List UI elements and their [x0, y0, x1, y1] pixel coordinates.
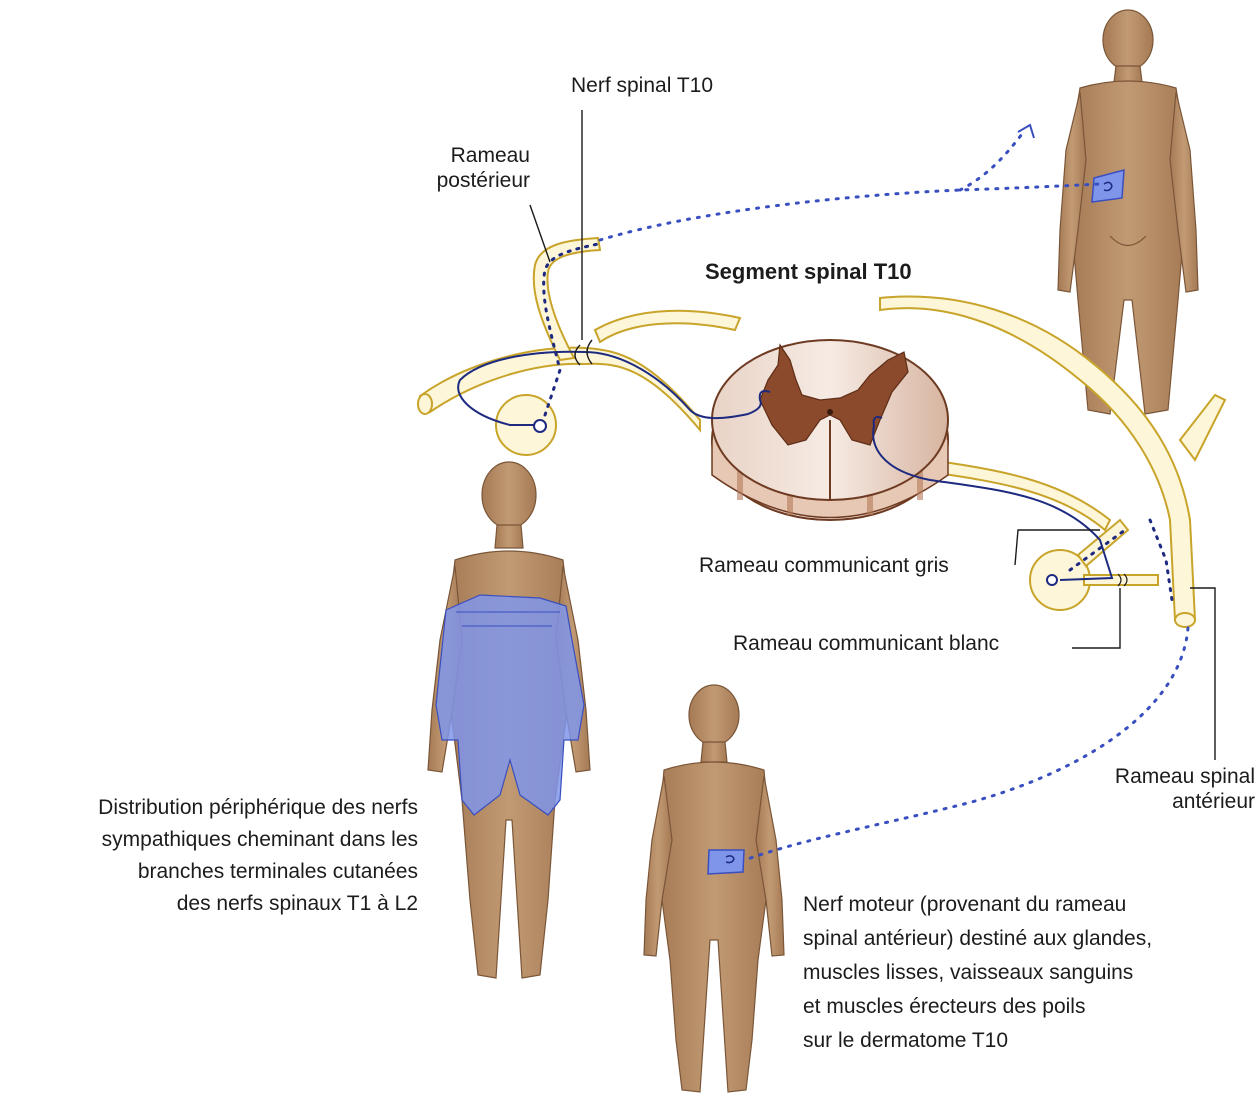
- label-rameau-posterieur-line2: postérieur: [408, 168, 530, 193]
- label-nerf-moteur-line3: muscles lisses, vaisseaux sanguins: [803, 956, 1152, 990]
- label-rameau-communicant-blanc: Rameau communicant blanc: [733, 631, 999, 656]
- label-nerf-moteur-line4: et muscles érecteurs des poils: [803, 990, 1152, 1024]
- label-nerf-moteur-line1: Nerf moteur (provenant du rameau: [803, 888, 1152, 922]
- label-distribution-sympathique: Distribution périphérique des nerfs symp…: [14, 792, 418, 920]
- label-rameau-spinal-anterieur-line1: Rameau spinal: [1085, 764, 1255, 789]
- label-distribution-line2: sympathiques cheminant dans les: [14, 824, 418, 856]
- human-figure-front-view: [644, 685, 784, 1092]
- label-distribution-line3: branches terminales cutanées: [14, 856, 418, 888]
- label-rameau-communicant-gris: Rameau communicant gris: [699, 553, 949, 578]
- label-distribution-line1: Distribution périphérique des nerfs: [14, 792, 418, 824]
- label-distribution-line4: des nerfs spinaux T1 à L2: [14, 888, 418, 920]
- label-rameau-spinal-anterieur-line2: antérieur: [1085, 789, 1255, 814]
- label-nerf-spinal: Nerf spinal T10: [571, 73, 713, 98]
- label-nerf-moteur: Nerf moteur (provenant du rameau spinal …: [803, 888, 1152, 1058]
- label-rameau-posterieur: Rameau postérieur: [408, 143, 530, 193]
- label-rameau-spinal-anterieur: Rameau spinal antérieur: [1085, 764, 1255, 814]
- spinal-cord-cross-section: [712, 340, 948, 520]
- label-rameau-posterieur-line1: Rameau: [408, 143, 530, 168]
- label-nerf-moteur-line2: spinal antérieur) destiné aux glandes,: [803, 922, 1152, 956]
- label-nerf-moteur-line5: sur le dermatome T10: [803, 1024, 1152, 1058]
- label-segment-spinal: Segment spinal T10: [705, 259, 912, 285]
- dermatome-patch-front: [708, 850, 744, 874]
